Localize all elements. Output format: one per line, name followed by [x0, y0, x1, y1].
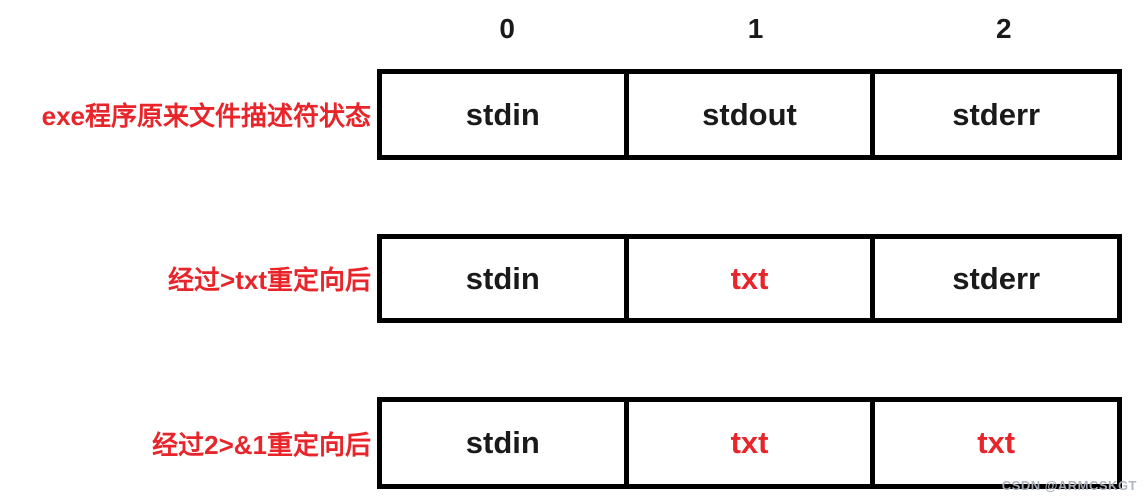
fd-cell-text: txt — [730, 260, 769, 296]
fd-cell-text: stdout — [702, 96, 797, 132]
fd-row-after-txt-redirect: 经过>txt重定向后 stdin txt stderr — [0, 234, 1144, 323]
fd-cell-0: stdin — [377, 69, 629, 160]
fd-table-original-state: stdin stdout stderr — [377, 69, 1123, 160]
fd-row-original-state: exe程序原来文件描述符状态 stdin stdout stderr — [0, 69, 1144, 160]
fd-table-after-txt-redirect: stdin txt stderr — [377, 234, 1123, 323]
fd-cell-2: stderr — [870, 234, 1123, 323]
fd-cell-0: stdin — [377, 397, 629, 489]
column-header-1: 1 — [747, 13, 764, 44]
fd-cell-text: txt — [977, 425, 1016, 460]
fd-cell-1: txt — [623, 234, 876, 323]
fd-table-after-2to1-redirect: stdin txt txt — [377, 397, 1123, 489]
fd-cell-2: txt — [870, 397, 1123, 489]
csdn-watermark: CSDN @ARMCSKGT — [1001, 478, 1137, 493]
fd-row-after-2to1-redirect: 经过2>&1重定向后 stdin txt txt — [0, 397, 1144, 489]
fd-cell-1: txt — [623, 397, 876, 489]
fd-cell-2: stderr — [870, 69, 1123, 160]
fd-cell-0: stdin — [377, 234, 629, 323]
column-header-2: 2 — [996, 13, 1012, 44]
column-headers: 0 1 2 — [383, 12, 1128, 46]
fd-cell-text: stderr — [952, 96, 1041, 132]
row-label-after-txt-redirect: 经过>txt重定向后 — [168, 265, 371, 295]
fd-cell-text: txt — [730, 425, 769, 460]
fd-cell-text: stderr — [952, 260, 1041, 296]
fd-cell-text: stdin — [465, 96, 540, 132]
fd-cell-1: stdout — [623, 69, 876, 160]
row-label-after-2to1-redirect: 经过2>&1重定向后 — [152, 429, 371, 460]
column-header-0: 0 — [499, 13, 515, 44]
row-label-original-state: exe程序原来文件描述符状态 — [41, 101, 371, 131]
fd-cell-text: stdin — [465, 425, 540, 460]
fd-cell-text: stdin — [465, 260, 540, 296]
